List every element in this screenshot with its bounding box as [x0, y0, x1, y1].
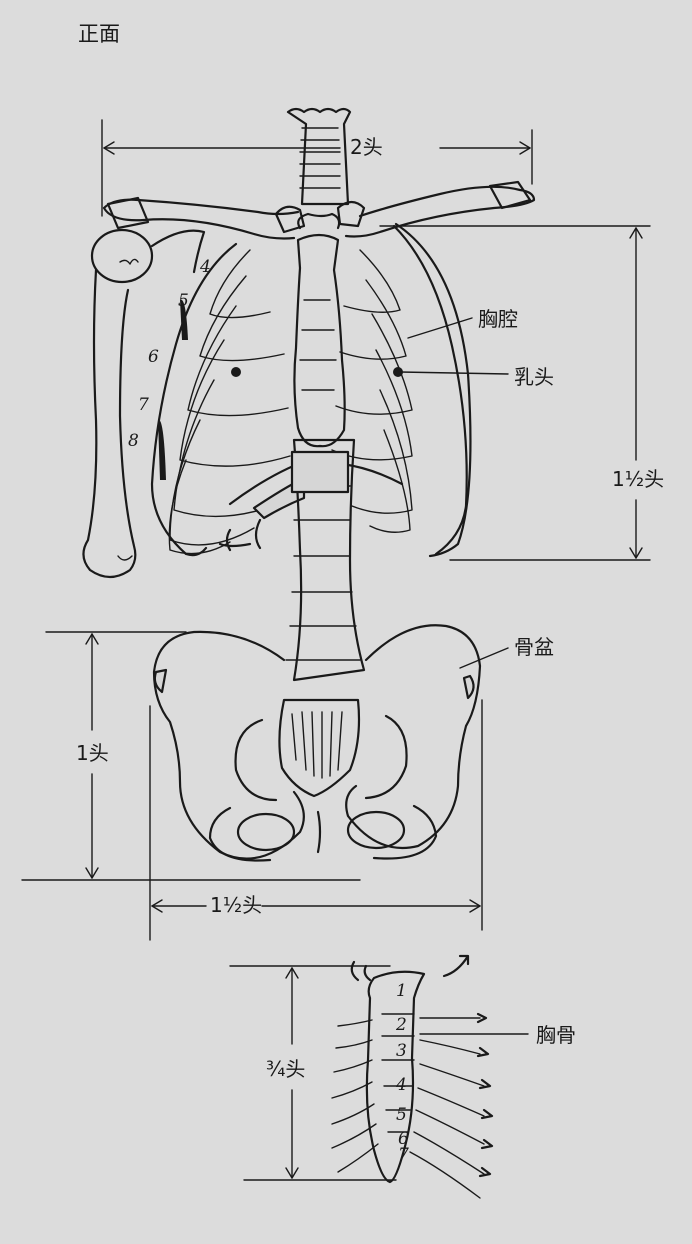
dimension-pelvis-height [21, 631, 361, 881]
leader-thoracic-cavity [407, 317, 473, 339]
dimension-shoulder [101, 119, 533, 217]
rib-number: 6 [148, 347, 159, 367]
dimension-sternum [229, 965, 397, 1181]
label-sternum: 胸骨 [536, 1023, 576, 1047]
rib-number: 8 [128, 431, 139, 451]
leader-pelvis [459, 647, 509, 669]
sternum-detail [331, 954, 494, 1199]
rib-number: 4 [199, 257, 211, 277]
pelvis-bone [152, 624, 482, 862]
sternum-main [293, 212, 346, 448]
sternum-number: 2 [395, 1015, 407, 1035]
sternum-number: 3 [396, 1041, 407, 1061]
label-pelvis: 骨盆 [514, 635, 554, 659]
label-nipple: 乳头 [514, 365, 554, 389]
sternum-number: 7 [398, 1145, 409, 1165]
label-pelvis-height: 1头 [76, 741, 109, 765]
rib-number: 7 [138, 395, 149, 415]
label-sternum-height: ¾头 [266, 1057, 305, 1081]
label-thoracic-cavity: 胸腔 [478, 307, 518, 331]
clavicles [102, 180, 536, 240]
sternum-number: 6 [398, 1129, 409, 1149]
humerus-left [82, 228, 206, 579]
page-title: 正面 [78, 22, 120, 46]
dimension-thorax [379, 225, 651, 561]
thoracic-cavity-outline [394, 222, 472, 558]
label-thorax-height: 1½头 [612, 467, 664, 491]
cervical-spine [286, 107, 352, 206]
nipple-dot-left [231, 367, 241, 377]
label-pelvis-width: 1½头 [210, 893, 262, 917]
leader-nipple [399, 371, 509, 375]
dimension-pelvis-width [149, 699, 483, 941]
lumbar-spine [285, 438, 366, 682]
sternum-number: 5 [396, 1105, 407, 1125]
label-shoulder-width: 2头 [350, 135, 383, 159]
sternum-number: 1 [396, 981, 407, 1001]
rib-cage [150, 224, 468, 557]
rib-number: 5 [178, 291, 189, 311]
nipple-dot-right [393, 367, 403, 377]
sternum-number: 4 [395, 1075, 407, 1095]
